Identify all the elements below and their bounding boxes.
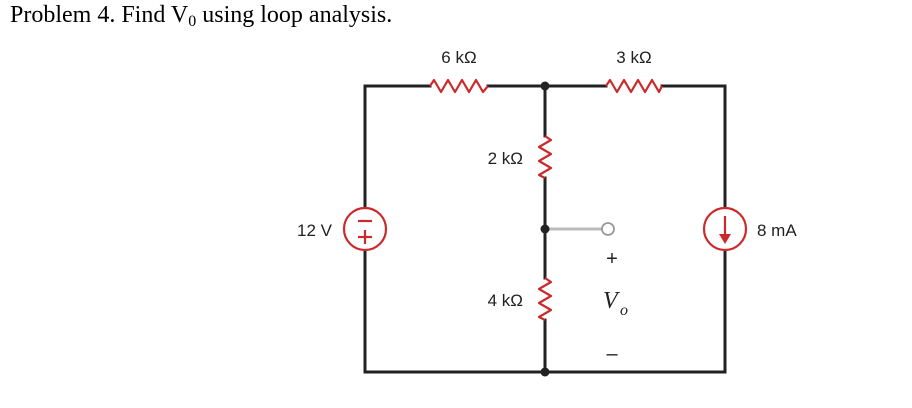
- label-4k: 4 kΩ: [488, 291, 523, 310]
- title-main: Problem 4. Find V: [10, 2, 189, 28]
- label-3k: 3 kΩ: [616, 48, 651, 67]
- title-subscript: 0: [188, 13, 197, 30]
- vo-label: V: [603, 288, 620, 314]
- vo-minus: –: [606, 343, 618, 365]
- label-2k: 2 kΩ: [488, 149, 523, 168]
- voltage-source: [342, 206, 388, 252]
- title-rest: using loop analysis.: [196, 2, 393, 28]
- resistor-2k: [537, 135, 553, 179]
- problem-title: Problem 4. Find V0 using loop analysis.: [10, 2, 393, 30]
- label-8ma: 8 mA: [757, 221, 797, 240]
- resistor-3k: [605, 78, 663, 94]
- label-6k: 6 kΩ: [441, 48, 476, 67]
- vo-plus: +: [606, 248, 618, 270]
- vo-subscript: o: [620, 302, 628, 319]
- output-terminal: [601, 222, 615, 236]
- resistor-6k: [429, 78, 489, 94]
- node-bottom: [540, 367, 550, 377]
- node-top: [540, 81, 550, 91]
- current-source: [702, 206, 748, 252]
- node-middle: [540, 224, 550, 234]
- resistor-4k: [537, 277, 553, 321]
- label-12v: 12 V: [297, 221, 333, 240]
